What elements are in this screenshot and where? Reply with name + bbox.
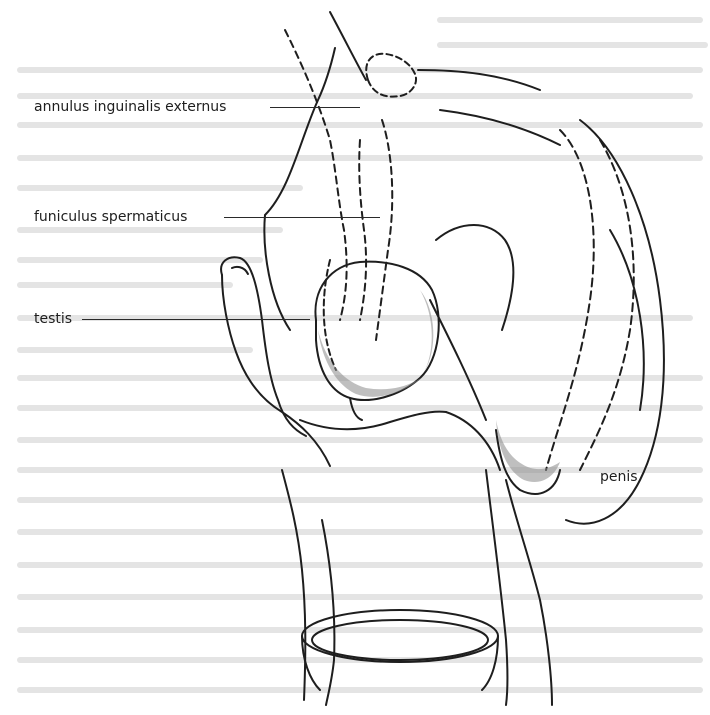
bleed-through-text — [20, 20, 705, 690]
penis-dashed-outline — [546, 130, 594, 470]
hand-lower-inner — [322, 520, 334, 705]
shaft-lower-2 — [486, 470, 508, 705]
scrotum-contour-2 — [300, 412, 446, 430]
scrotum-contour — [436, 225, 513, 330]
spermatic-cord-dashed-2 — [359, 140, 366, 320]
label-penis: penis — [600, 469, 638, 485]
label-testis: testis — [34, 311, 72, 327]
bottom-ring-inner — [312, 620, 488, 660]
label-funiculus-spermaticus: funiculus spermaticus — [34, 209, 187, 225]
penis-outline — [566, 120, 664, 524]
finger-crease — [232, 267, 248, 274]
spermatic-cord-dashed-3 — [376, 120, 392, 340]
leader-funiculus — [224, 217, 380, 218]
bottom-ring — [302, 610, 498, 662]
hand-lower-left — [282, 470, 305, 700]
inguinal-ring-dashed — [366, 54, 416, 97]
label-annulus-inguinalis-externus: annulus inguinalis externus — [34, 99, 226, 115]
leader-annulus — [270, 107, 360, 108]
leader-testis — [82, 319, 310, 320]
shaft-lower — [506, 480, 552, 705]
spermatic-cord-dashed — [285, 30, 347, 320]
